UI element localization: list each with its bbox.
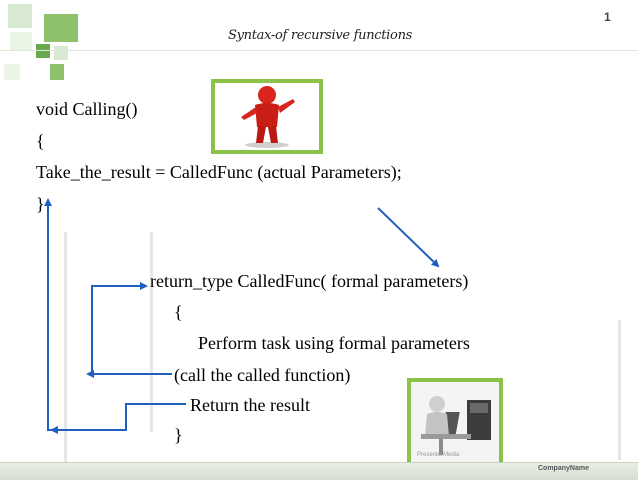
- arrow-call-to-definition: [377, 207, 440, 268]
- slide-title: Syntax-of recursive functions: [227, 28, 413, 43]
- header-divider: [0, 50, 638, 51]
- decor-square: [44, 14, 78, 42]
- decor-square: [10, 32, 32, 50]
- code-line-return: Return the result: [190, 395, 310, 415]
- decor-square: [4, 64, 20, 80]
- code-line-function-header: void Calling(): [36, 99, 138, 119]
- code-line-called-func-header: return_type CalledFunc( formal parameter…: [150, 271, 469, 291]
- bottom-image-frame: PresenterMedia: [407, 378, 503, 469]
- red-person-figure-icon: [241, 86, 295, 148]
- code-line-inner-open-brace: {: [174, 302, 183, 322]
- code-line-close-brace: }: [36, 194, 45, 214]
- code-line-open-brace: {: [36, 131, 45, 151]
- code-line-perform-task: Perform task using formal parameters: [198, 333, 470, 353]
- decor-line: [64, 232, 67, 462]
- page-number: 1: [604, 10, 611, 24]
- top-image-frame: [211, 79, 323, 154]
- decor-square: [50, 64, 64, 80]
- watermark-text: PresenterMedia: [417, 452, 460, 458]
- decor-square: [54, 46, 68, 60]
- decor-line: [618, 320, 621, 460]
- person-at-computer-icon: PresenterMedia: [411, 382, 499, 465]
- code-line-call-statement: Take_the_result = CalledFunc (actual Par…: [36, 162, 402, 182]
- arrow-recursive-call: [91, 282, 172, 375]
- code-line-inner-close-brace: }: [174, 425, 183, 445]
- footer-bar: [0, 462, 638, 480]
- code-line-recursive-call: (call the called function): [174, 365, 351, 385]
- decor-square: [36, 44, 50, 58]
- arrow-return-to-caller: [44, 198, 186, 431]
- company-name: CompanyName: [538, 465, 589, 472]
- decor-line: [150, 232, 153, 432]
- decor-square: [8, 4, 32, 28]
